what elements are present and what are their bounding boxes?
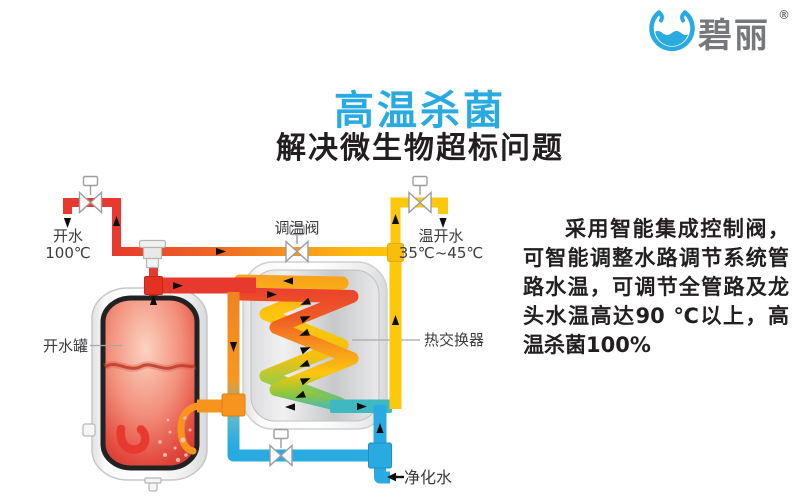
yellow-junction bbox=[387, 243, 404, 262]
tank-top-junction bbox=[144, 276, 163, 295]
label-purified-water: 净化水 bbox=[404, 468, 453, 487]
bubbles bbox=[158, 416, 192, 463]
temp-control-valve bbox=[285, 224, 309, 264]
brand-registered-mark: ® bbox=[778, 8, 790, 22]
brand-name: 碧丽 bbox=[698, 16, 770, 56]
orange-tee-junction bbox=[221, 393, 246, 417]
arrow-up-purified bbox=[376, 423, 384, 433]
arrow-up-left-riser bbox=[112, 216, 121, 226]
label-warm-water-temp: 35℃~45℃ bbox=[398, 244, 484, 262]
label-boiling-water-name: 开水 bbox=[52, 227, 83, 245]
label-heat-exchanger: 热交换器 bbox=[424, 331, 485, 349]
tank-side-stub bbox=[82, 423, 96, 437]
label-temp-control-valve: 调温阀 bbox=[274, 219, 320, 237]
label-boiling-tank: 开水罐 bbox=[42, 337, 88, 355]
purified-inlet-arrow bbox=[387, 472, 404, 482]
valves bbox=[78, 175, 432, 468]
page-title: 高温杀菌 bbox=[334, 88, 506, 134]
arrow-up-warm-riser bbox=[391, 315, 400, 325]
junctions bbox=[138, 239, 404, 469]
tank-waterline bbox=[104, 362, 196, 370]
boiling-water-valve bbox=[78, 175, 103, 215]
label-warm-water-name: 温开水 bbox=[418, 227, 464, 245]
logo-wave bbox=[655, 31, 689, 46]
cold-coil bbox=[233, 274, 349, 411]
warm-water-valve bbox=[408, 175, 432, 215]
heating-element bbox=[116, 424, 150, 454]
arrow-down-return bbox=[229, 342, 238, 352]
heat-exchanger bbox=[233, 261, 388, 430]
purified-water-valve bbox=[269, 428, 293, 468]
pipe-flange bbox=[138, 239, 167, 269]
tank-inlet-curve bbox=[177, 402, 202, 455]
flow-arrows bbox=[63, 214, 447, 482]
tank-feed-stub bbox=[197, 399, 227, 413]
arrow-up-warm-riser-top bbox=[391, 214, 400, 224]
blue-junction bbox=[368, 442, 392, 469]
arrow-right-mixing bbox=[216, 247, 226, 256]
label-warm-water: 温开水 35℃~45℃ bbox=[396, 228, 486, 262]
arrow-right-hot-supply bbox=[173, 282, 183, 290]
tank-bottom-nipple bbox=[148, 482, 158, 492]
tank-bottom-fitting bbox=[144, 477, 162, 484]
tank-vessel bbox=[100, 295, 200, 471]
coil-arrows bbox=[267, 277, 367, 411]
page-subtitle: 解决微生物超标问题 bbox=[276, 131, 564, 166]
label-boiling-water-temp: 100℃ bbox=[45, 244, 91, 262]
arrow-down-boiling-outlet bbox=[63, 218, 72, 228]
arrow-down-warm-outlet bbox=[439, 218, 447, 228]
arrow-up-tank-outlet bbox=[149, 295, 158, 305]
label-boiling-water: 开水 100℃ bbox=[38, 228, 98, 262]
hot-coil bbox=[233, 287, 359, 413]
brand-logo-icon bbox=[649, 10, 695, 52]
description-paragraph: 采用智能集成控制阀，可智能调整水路调节系统管路水温，可调节全管路及龙头水温高达9… bbox=[523, 217, 789, 357]
